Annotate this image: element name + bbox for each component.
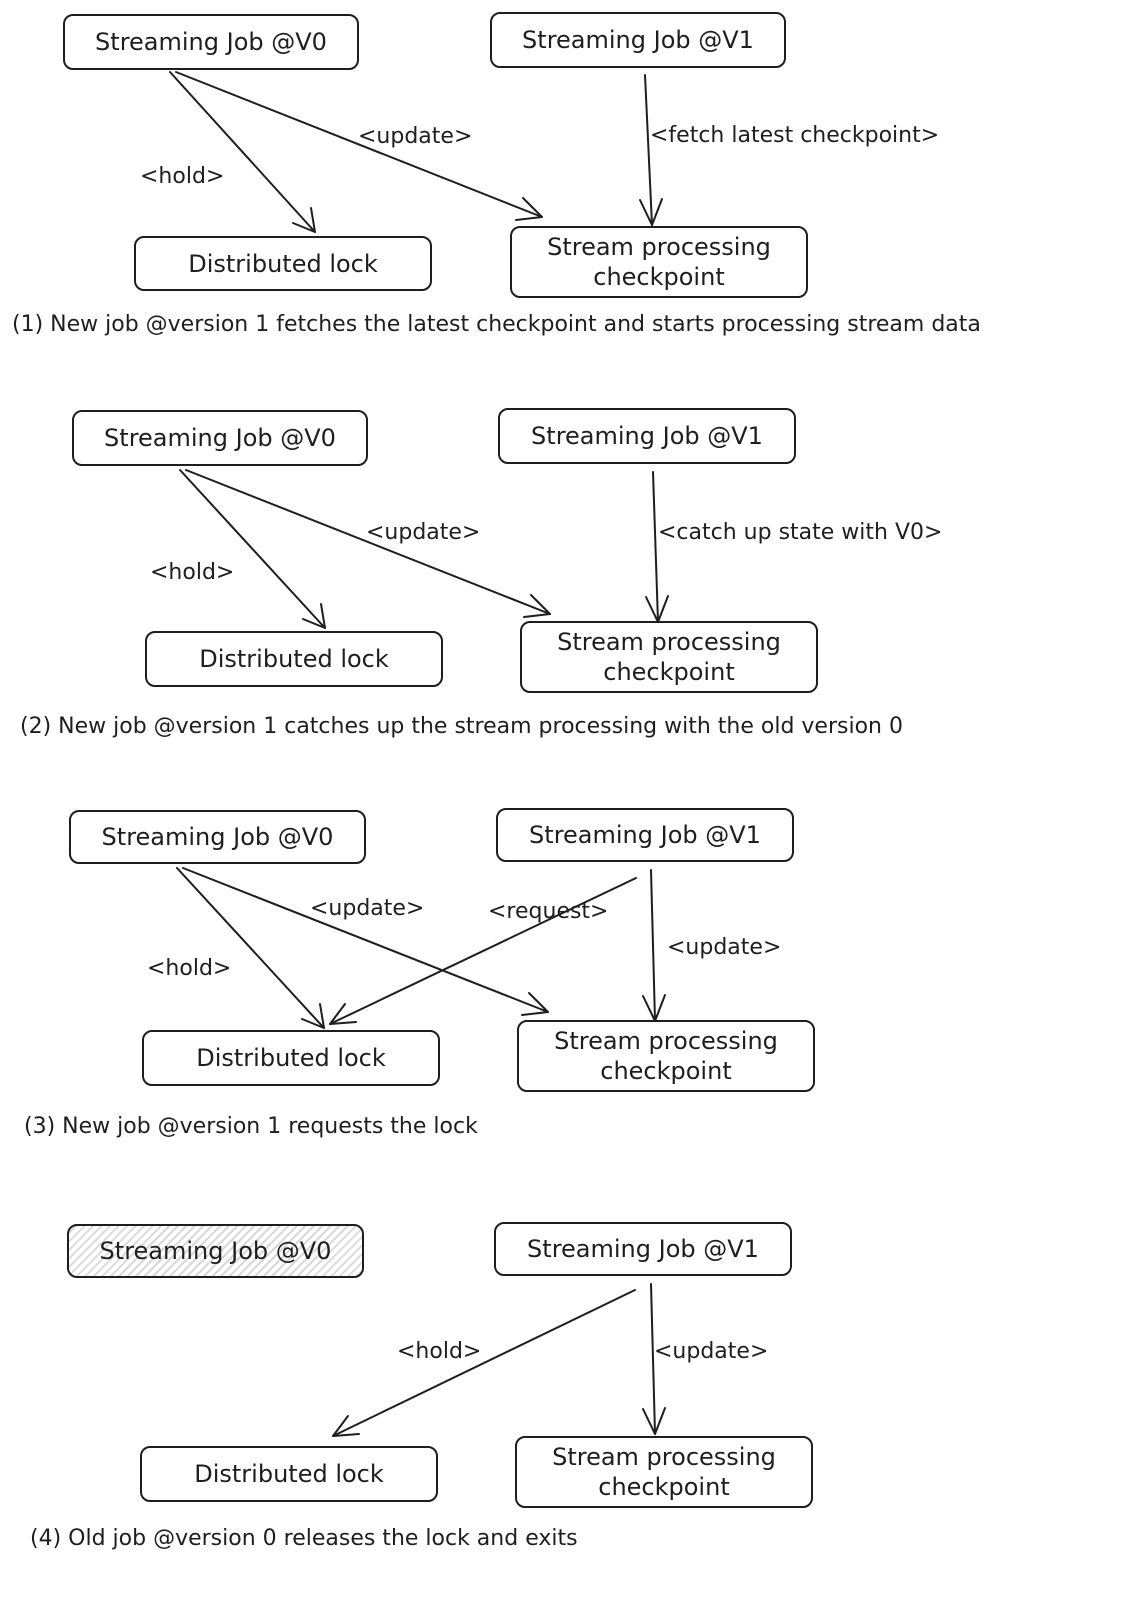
- panel-4-caption: (4) Old job @version 0 releases the lock…: [30, 1526, 578, 1551]
- checkpoint-box: Stream processing checkpoint: [517, 1020, 815, 1092]
- streaming-job-v1-box: Streaming Job @V1: [490, 12, 786, 68]
- fetch-checkpoint-label: <fetch latest checkpoint>: [650, 123, 940, 148]
- distributed-lock-box: Distributed lock: [145, 631, 443, 687]
- update-label: <update>: [310, 896, 425, 921]
- hold-label: <hold>: [150, 560, 235, 585]
- panel-4: Streaming Job @V0 Streaming Job @V1 Dist…: [0, 1196, 1130, 1600]
- update-label: <update>: [654, 1339, 769, 1364]
- panel-3-caption: (3) New job @version 1 requests the lock: [24, 1114, 478, 1139]
- update-v1-label: <update>: [667, 935, 782, 960]
- request-label: <request>: [488, 899, 609, 924]
- checkpoint-box: Stream processing checkpoint: [520, 621, 818, 693]
- hold-label: <hold>: [397, 1339, 482, 1364]
- streaming-job-v0-box: Streaming Job @V0: [63, 14, 359, 70]
- streaming-job-v1-box: Streaming Job @V1: [494, 1222, 792, 1276]
- panel-2-caption: (2) New job @version 1 catches up the st…: [20, 714, 903, 739]
- panel-1-caption: (1) New job @version 1 fetches the lates…: [12, 312, 981, 337]
- hold-label: <hold>: [140, 164, 225, 189]
- hold-label: <hold>: [147, 956, 232, 981]
- panel-1: Streaming Job @V0 Streaming Job @V1 Dist…: [0, 0, 1130, 400]
- streaming-job-v0-box: Streaming Job @V0: [67, 1224, 364, 1278]
- distributed-lock-box: Distributed lock: [140, 1446, 438, 1502]
- streaming-job-v0-box: Streaming Job @V0: [72, 410, 368, 466]
- update-label: <update>: [366, 520, 481, 545]
- streaming-job-v0-box: Streaming Job @V0: [69, 810, 366, 864]
- panel-2: Streaming Job @V0 Streaming Job @V1 Dist…: [0, 396, 1130, 796]
- streaming-job-v1-box: Streaming Job @V1: [498, 408, 796, 464]
- checkpoint-box: Stream processing checkpoint: [515, 1436, 813, 1508]
- distributed-lock-box: Distributed lock: [142, 1030, 440, 1086]
- checkpoint-box: Stream processing checkpoint: [510, 226, 808, 298]
- update-label: <update>: [358, 124, 473, 149]
- streaming-job-v1-box: Streaming Job @V1: [496, 808, 794, 862]
- catch-up-label: <catch up state with V0>: [658, 520, 943, 545]
- panel-3: Streaming Job @V0 Streaming Job @V1 Dist…: [0, 796, 1130, 1196]
- distributed-lock-box: Distributed lock: [134, 236, 432, 291]
